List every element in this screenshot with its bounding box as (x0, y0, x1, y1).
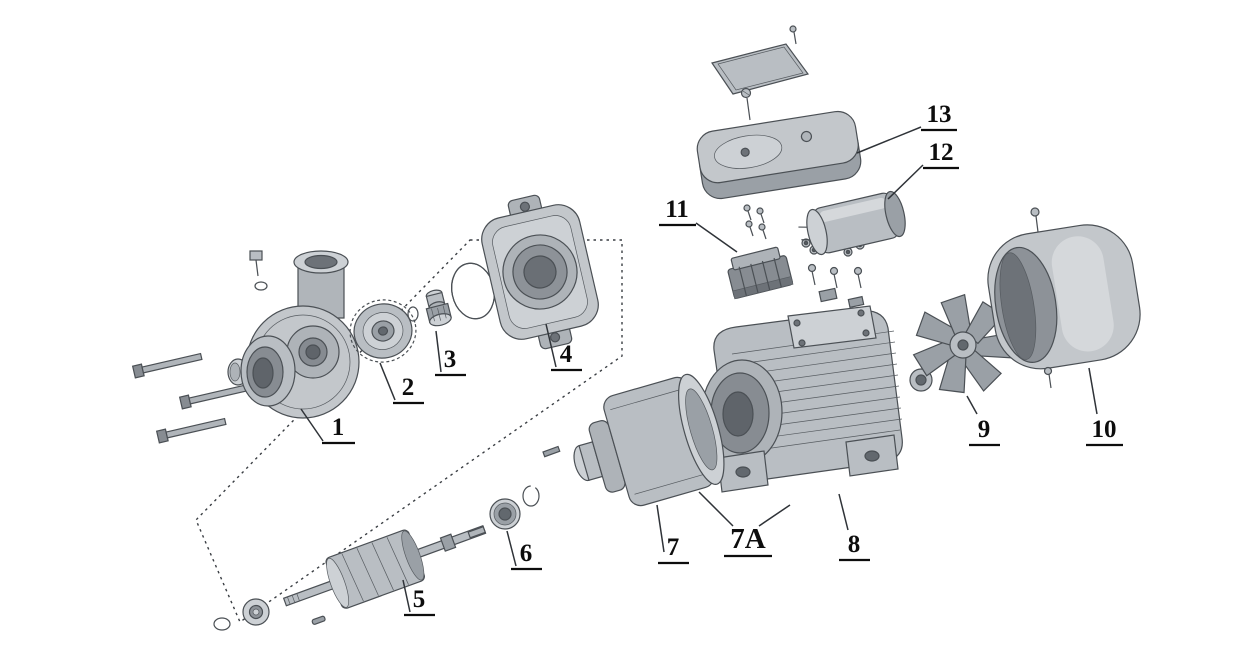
callout-1: 1 (322, 414, 355, 445)
part-1-pump-casing (131, 250, 360, 444)
callout-12: 12 (923, 139, 959, 170)
callout-9: 9 (969, 416, 1000, 447)
part-13-terminal-box-cover (696, 25, 862, 200)
callout-4: 4 (551, 341, 582, 372)
part-3-bushing (425, 289, 452, 327)
part-label: 1 (332, 414, 345, 441)
part-2-impeller (349, 299, 417, 363)
part-label: 5 (413, 586, 426, 613)
part-6-bearing (489, 485, 540, 530)
leader-lines (300, 126, 1098, 613)
callout-7: 7 (658, 534, 689, 565)
subassembly-boundary (195, 239, 623, 624)
callout-8: 8 (839, 531, 870, 562)
part-label: 7A (730, 523, 766, 555)
part-7-stator (542, 373, 725, 507)
bolt-icon (155, 417, 227, 444)
callout-10: 10 (1086, 416, 1123, 447)
callout-11: 11 (659, 196, 696, 227)
callout-2: 2 (393, 374, 424, 405)
part-label: 3 (444, 346, 457, 373)
callout-5: 5 (404, 586, 435, 617)
part-12-capacitor (798, 190, 906, 256)
callouts: 1 2 3 4 5 6 7 7A (322, 101, 1123, 617)
bolt-icon (178, 383, 250, 410)
part-label: 9 (978, 416, 991, 443)
part-label: 12 (929, 139, 954, 166)
callout-3: 3 (435, 346, 466, 377)
part-label: 2 (402, 374, 415, 401)
part-label: 13 (927, 101, 952, 128)
callout-13: 13 (921, 101, 957, 132)
shaft-o-ring (407, 306, 419, 322)
part-4-pump-bracket (481, 194, 599, 350)
part-label: 6 (520, 540, 533, 567)
part-5-rotor (213, 524, 487, 631)
part-10-fan-cover (987, 207, 1141, 389)
callout-6: 6 (511, 540, 542, 571)
bolt-icon (131, 352, 203, 379)
part-label: 10 (1092, 416, 1117, 443)
part-8-motor-housing (701, 236, 933, 493)
part-label: 4 (560, 341, 573, 368)
callout-7A: 7A (724, 523, 772, 558)
part-11-terminal-block (727, 204, 853, 300)
part-label: 7 (667, 534, 680, 561)
part-label: 11 (665, 196, 689, 223)
part-label: 8 (848, 531, 861, 558)
